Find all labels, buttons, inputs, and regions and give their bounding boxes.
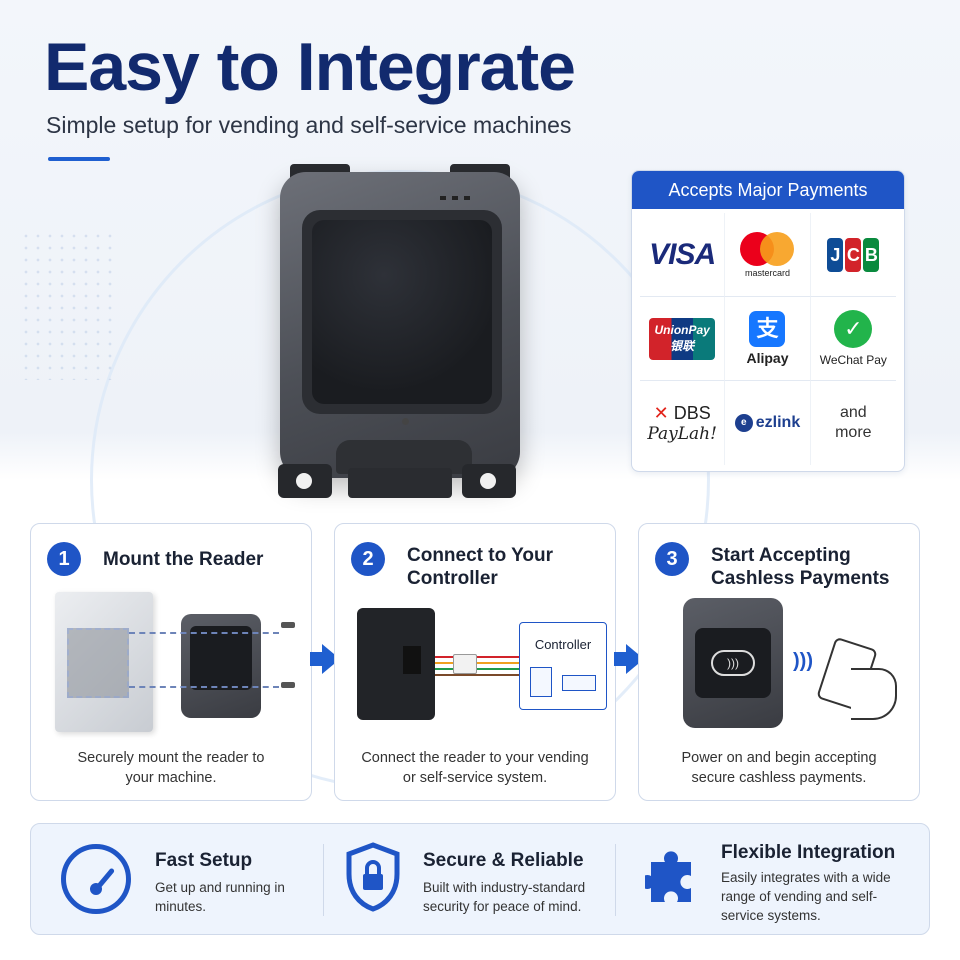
feature-description: Easily integrates with a wide range of v… [721,870,891,923]
and-more-label: and more [835,404,872,441]
wechat-pay-logo: ✓ WeChat Pay [810,297,896,381]
controller-label: Controller [534,637,592,652]
visa-logo-text: VISA [649,237,716,271]
step-title: Connect to Your Controller [407,545,554,589]
step-number-badge: 3 [655,542,689,576]
nfc-waves-icon: ))) [793,650,813,672]
dbs-paylah-logo: ✕ DBS PayLah! [640,381,726,465]
controller-terminal [530,667,552,697]
shield-lock-icon [346,842,400,912]
device-screen [312,220,492,404]
device-mount-foot [278,464,332,498]
wechat-check-icon: ✓ [834,310,873,348]
wiring-harness-illustration [435,650,525,686]
unionpay-logo: UnionPay 银联 [640,297,726,381]
feature-strip: Fast Setup Get up and running in minutes… [30,823,930,935]
step-card-mount: 1 Mount the Reader Securely mount the re… [30,523,312,801]
mount-guide-line [129,632,279,634]
and-more-cell: and more [811,381,896,465]
controller-diagram: Controller [519,622,607,710]
mastercard-circles-icon [740,231,795,266]
alipay-label: Alipay [746,350,789,366]
payments-heading: Accepts Major Payments [632,171,904,209]
ezlink-label: ezlink [755,414,801,431]
step-card-connect: 2 Connect to Your Controller Controller … [334,523,616,801]
panel-cutout-outline [67,628,129,698]
contactless-icon: ))) [711,650,755,676]
paylah-label: PayLah! [647,423,717,444]
reader-illustration: ))) [683,598,783,728]
jcb-letter: J [827,237,844,272]
device-body [280,172,520,478]
feature-title: Flexible Integration [721,842,896,863]
puzzle-icon [645,851,691,902]
dbs-label: ✕ DBS [653,402,711,423]
screw-icon [281,682,295,688]
device-mount-foot [462,464,516,498]
ezlink-icon: e [734,414,753,432]
feature-fast-setup: Fast Setup Get up and running in minutes… [31,824,321,936]
mount-guide-line [129,686,279,688]
screw-icon [281,622,295,628]
wechat-pay-label: WeChat Pay [819,353,887,367]
alipay-icon: 支 [749,311,786,347]
controller-terminal [562,675,596,691]
unionpay-badge: UnionPay 银联 [649,317,716,360]
speedometer-icon [61,844,131,914]
connector-plug-icon [453,654,477,674]
title-underline [48,157,110,161]
device-status-leds [440,196,470,200]
visa-logo: VISA [640,213,726,297]
step-title: Start Accepting Cashless Payments [711,545,890,589]
card-reader-device-image [276,164,524,500]
feature-description: Get up and running in minutes. [155,880,285,914]
hand-icon [851,668,897,720]
alipay-logo: 支 Alipay [725,297,811,381]
feature-flexible: Flexible Integration Easily integrates w… [623,824,929,936]
step-description: Power on and begin accepting secure cash… [681,750,877,786]
reader-illustration [181,614,261,718]
page-subtitle: Simple setup for vending and self-servic… [46,112,572,138]
step-number-badge: 1 [47,542,81,576]
page-title: Easy to Integrate [44,29,576,105]
step-number-badge: 2 [351,542,385,576]
background-dot-pattern [20,230,120,380]
device-camera [402,418,409,425]
reader-back-illustration [357,608,435,720]
accepted-payments-card: Accepts Major Payments VISA mastercard J… [631,170,905,472]
mastercard-logo: mastercard [725,213,811,297]
jcb-logo: J C B [810,213,896,297]
feature-title: Secure & Reliable [423,850,584,871]
step-description: Securely mount the reader to your machin… [77,750,265,786]
feature-title: Fast Setup [155,850,253,871]
step-card-accept: 3 Start Accepting Cashless Payments ))) … [638,523,920,801]
step-title: Mount the Reader [103,549,264,570]
jcb-letter: C [845,237,862,272]
feature-secure: Secure & Reliable Built with industry-st… [331,824,611,936]
payment-logo-grid: VISA mastercard J C B UnionPay 银联 支 Alip… [632,209,904,469]
divider [615,844,616,916]
divider [323,844,324,916]
jcb-letter: B [863,237,880,272]
device-connector [348,468,452,498]
feature-description: Built with industry-standard security fo… [423,880,586,914]
mastercard-label: mastercard [744,267,790,278]
step-description: Connect the reader to your vending or se… [361,750,589,786]
